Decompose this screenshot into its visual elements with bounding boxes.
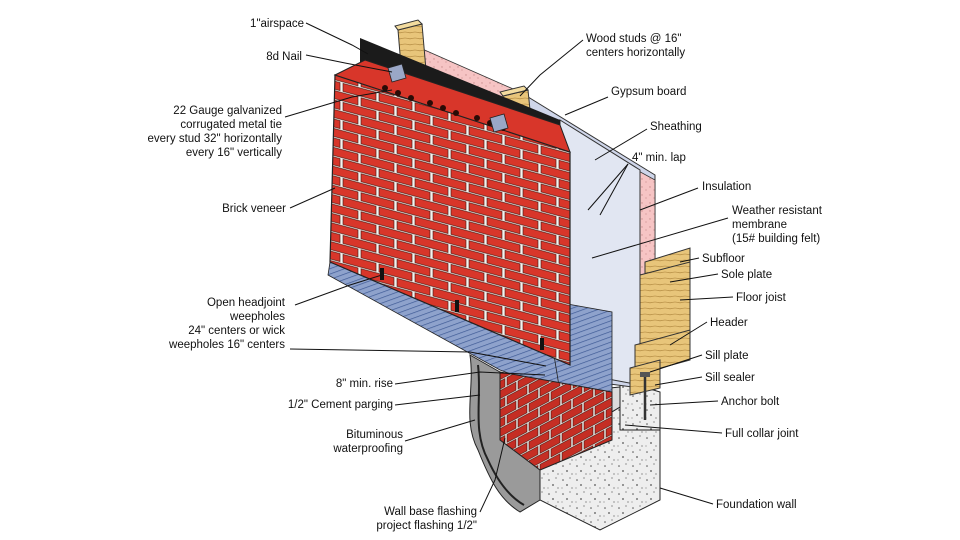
label-waterproofing-1: Bituminous — [346, 429, 403, 441]
leader-lines-right — [519, 39, 734, 505]
label-floor-joist: Floor joist — [736, 292, 787, 304]
label-tie-3: every stud 32" horizontally — [148, 133, 283, 145]
label-subfloor: Subfloor — [702, 253, 745, 265]
anchor-bolt — [640, 372, 650, 420]
label-weepholes-2: weepholes — [229, 311, 285, 323]
label-min-rise: 8" min. rise — [336, 378, 393, 390]
label-collar-joint: Full collar joint — [725, 428, 799, 440]
label-membrane-1: Weather resistant — [732, 205, 823, 217]
label-base-flashing-2: project flashing 1/2" — [376, 520, 477, 532]
label-anchor-bolt: Anchor bolt — [721, 396, 780, 408]
label-sole-plate: Sole plate — [721, 269, 772, 281]
brick-veneer — [329, 59, 571, 366]
label-tie-2: corrugated metal tie — [180, 119, 282, 131]
label-wood-studs-2: centers horizontally — [586, 47, 685, 59]
label-brick-veneer: Brick veneer — [222, 203, 286, 215]
leader-lines-left — [284, 22, 547, 513]
label-weepholes-4: weepholes 16" centers — [168, 339, 285, 351]
label-parging: 1/2" Cement parging — [288, 399, 393, 411]
label-airspace: 1"airspace — [250, 18, 304, 30]
metal-tie — [387, 63, 509, 133]
label-membrane-2: membrane — [732, 219, 787, 231]
label-weepholes-1: Open headjoint — [207, 297, 286, 309]
weepholes — [380, 268, 544, 350]
label-insulation: Insulation — [702, 181, 751, 193]
brick-base-course — [499, 371, 613, 471]
label-wood-studs-1: Wood studs @ 16" — [586, 33, 681, 45]
label-foundation: Foundation wall — [716, 499, 797, 511]
label-tie-4: every 16" vertically — [186, 147, 282, 159]
label-sheathing: Sheathing — [650, 121, 702, 133]
label-membrane-3: (15# building felt) — [732, 233, 820, 245]
label-nail: 8d Nail — [266, 51, 302, 63]
label-weepholes-3: 24" centers or wick — [188, 325, 285, 337]
label-sill-sealer: Sill sealer — [705, 372, 755, 384]
label-tie-1: 22 Gauge galvanized — [173, 105, 282, 117]
label-waterproofing-2: waterproofing — [332, 443, 403, 455]
label-gypsum: Gypsum board — [611, 86, 686, 98]
label-min-lap: 4" min. lap — [632, 152, 686, 164]
label-sill-plate: Sill plate — [705, 350, 748, 362]
label-base-flashing-1: Wall base flashing — [384, 506, 477, 518]
label-header: Header — [710, 317, 748, 329]
